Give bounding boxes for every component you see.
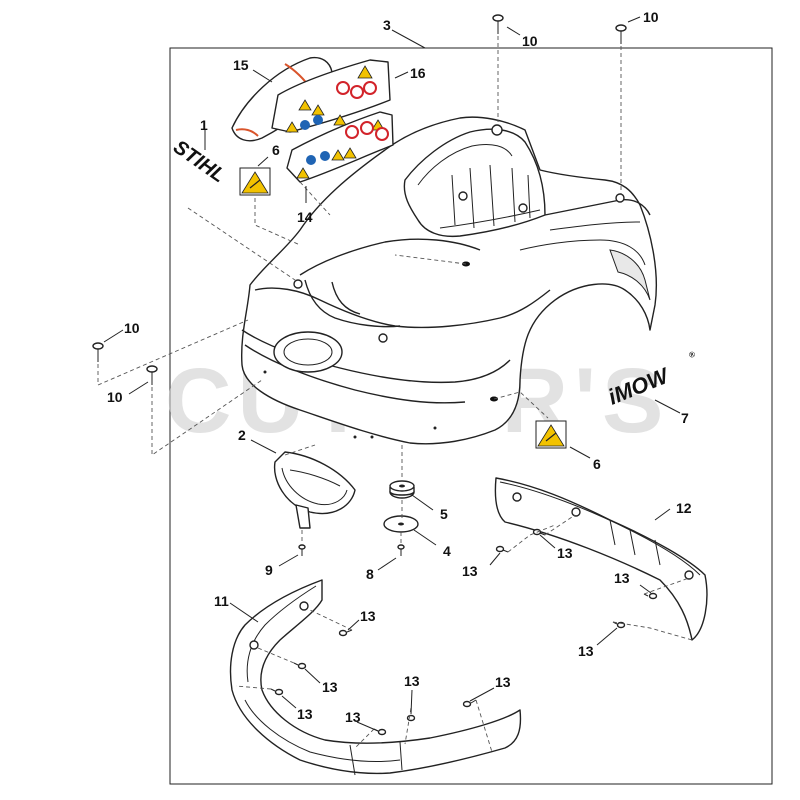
screw-8 [397,544,405,556]
callout-11: 11 [214,593,229,609]
callout-13: 13 [614,570,630,586]
screw-9 [298,544,306,556]
screws-13 [270,528,658,736]
bumper-left-11 [229,579,522,776]
callout-8: 8 [366,566,374,582]
callout-13: 13 [322,679,338,695]
spacer-5 [389,480,415,499]
callout-16: 16 [410,65,426,81]
callout-10: 10 [124,320,140,336]
bumper-right-12 [494,477,708,641]
screw-10-left-b [146,365,158,385]
warning-label-6-right [535,420,567,449]
callout-13: 13 [404,673,420,689]
callout-2: 2 [238,427,246,443]
callout-5: 5 [440,506,448,522]
callout-13: 13 [495,674,511,690]
washer-4 [383,515,419,533]
stihl-logo: STIHL [169,136,229,187]
callout-13: 13 [557,545,573,561]
assembly-lines [97,36,693,753]
callout-14: 14 [297,209,313,225]
callout-12: 12 [676,500,692,516]
headlight-lens-2 [273,451,356,529]
callout-13: 13 [360,608,376,624]
callout-9: 9 [265,562,273,578]
leader-lines [103,16,681,732]
diagram-frame [169,47,773,785]
callout-13: 13 [462,563,478,579]
callout-7: 7 [681,410,689,426]
warning-label-6-top [239,167,271,196]
svg-text:®: ® [688,350,697,361]
callout-10: 10 [107,389,123,405]
callout-4: 4 [443,543,451,559]
callout-3: 3 [383,17,391,33]
callout-13: 13 [345,709,361,725]
decal-sheet-16 [271,59,391,133]
callout-labels: 3 10 10 15 16 1 6 14 10 10 2 7 6 5 12 4 … [107,9,692,725]
screw-10-top-a [492,14,504,34]
callout-13: 13 [297,706,313,722]
callout-10: 10 [643,9,659,25]
callout-1: 1 [200,117,208,133]
callout-10: 10 [522,33,538,49]
callout-6: 6 [272,142,280,158]
hood-body [240,116,658,445]
callout-6: 6 [593,456,601,472]
screw-10-top-b [615,24,627,44]
screw-10-left-a [92,342,104,362]
decal-sheet-14 [286,111,394,183]
callout-13: 13 [578,643,594,659]
callout-15: 15 [233,57,249,73]
